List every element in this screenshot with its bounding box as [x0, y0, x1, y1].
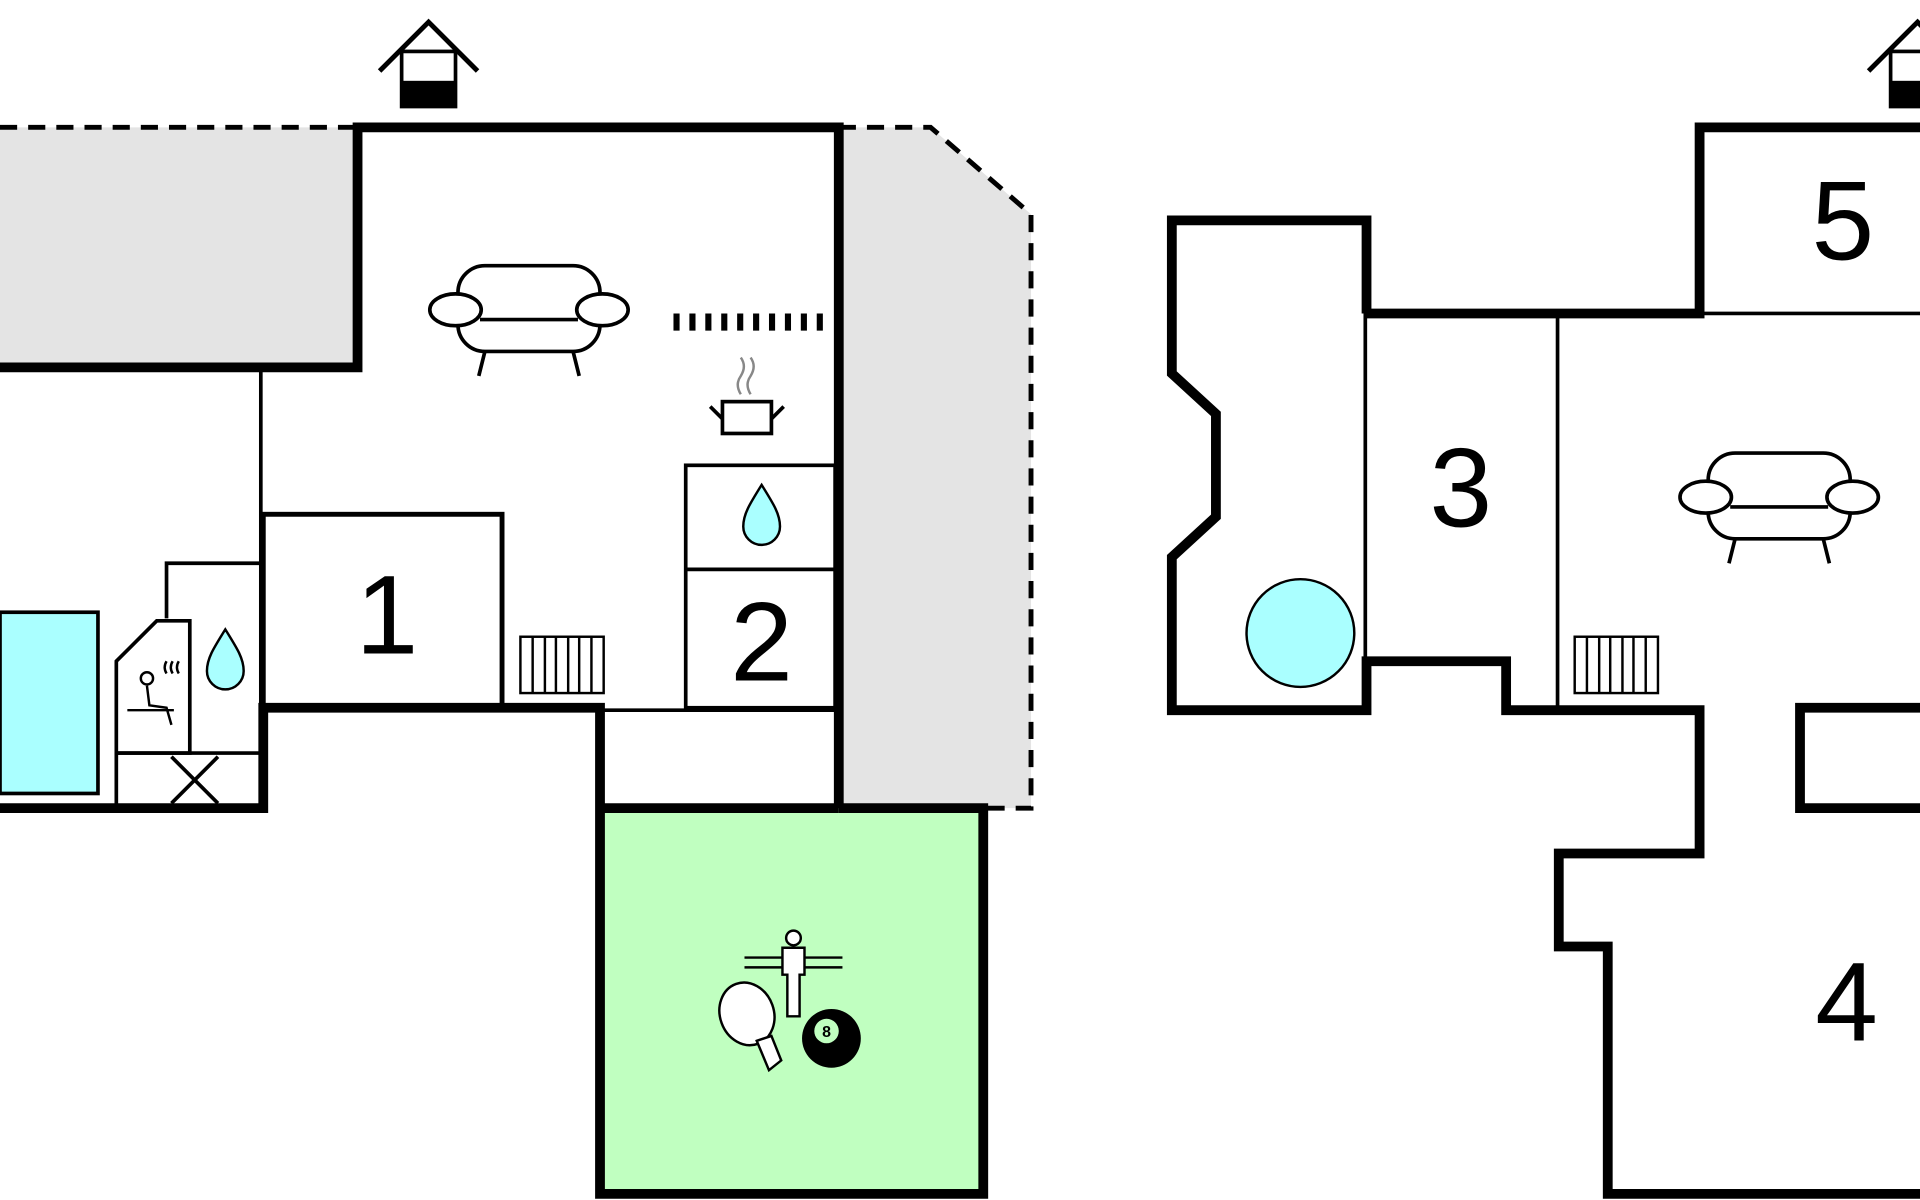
left-building: 8 1 2: [0, 22, 1034, 1199]
table-tennis-icon: [718, 981, 783, 1073]
entrance-icon: [380, 22, 478, 106]
dashed-outline: [0, 124, 1034, 811]
room-label-5: 5: [1812, 157, 1875, 283]
room-label-4: 4: [1815, 939, 1878, 1065]
radiator-icon: [519, 635, 605, 695]
kitchen-pot-icon: [708, 356, 785, 436]
entrance-icon: [1869, 22, 1920, 106]
walls: [0, 122, 989, 1199]
radiator-icon: [1573, 635, 1660, 695]
billiard-ball-icon: 8: [802, 1008, 861, 1068]
terrace-right: [838, 127, 1032, 809]
terrace-left: [0, 127, 358, 368]
sofa-icon: [427, 263, 631, 378]
sauna-room: [114, 618, 192, 755]
room-label-1: 1: [356, 552, 419, 678]
room-label-3: 3: [1429, 424, 1492, 550]
pool: [0, 610, 100, 796]
room-label-2: 2: [730, 579, 793, 705]
room-1-outline: [260, 511, 505, 711]
sofa-icon: [1678, 451, 1881, 566]
table-football-icon: [744, 929, 843, 1018]
sauna-icon: [127, 660, 180, 726]
room-2-outline: [683, 463, 837, 710]
water-drop-icon: [205, 628, 245, 691]
right-building: 3 4 5: [1166, 22, 1920, 1199]
hot-tub-icon: [1245, 577, 1356, 689]
billiard-number: 8: [822, 1024, 831, 1041]
water-drop-icon: [742, 483, 782, 547]
